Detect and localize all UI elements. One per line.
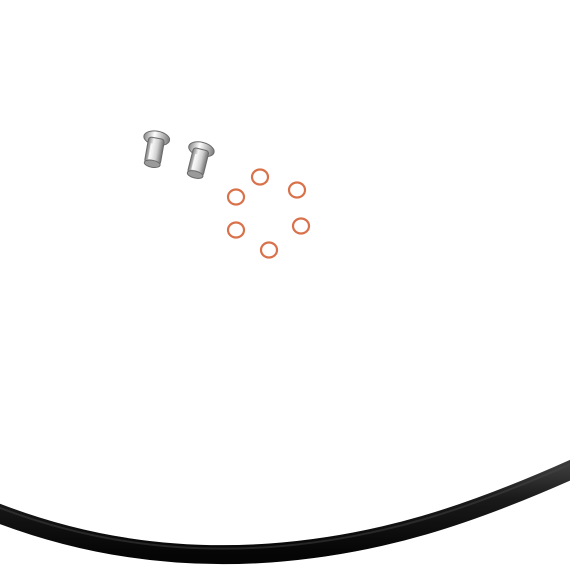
copper-crush-washer [226, 221, 246, 239]
copper-crush-washer [250, 168, 270, 186]
brake-hose [0, 459, 570, 565]
copper-crush-washer [287, 181, 307, 199]
copper-crush-washer [259, 241, 279, 259]
hose-highlight [0, 463, 570, 550]
banjo-bolt [186, 141, 215, 179]
hose-body [0, 459, 570, 565]
copper-crush-washer [226, 188, 246, 206]
copper-crush-washer [291, 217, 311, 235]
banjo-bolt [143, 130, 171, 168]
copper-crush-washers [226, 168, 311, 259]
